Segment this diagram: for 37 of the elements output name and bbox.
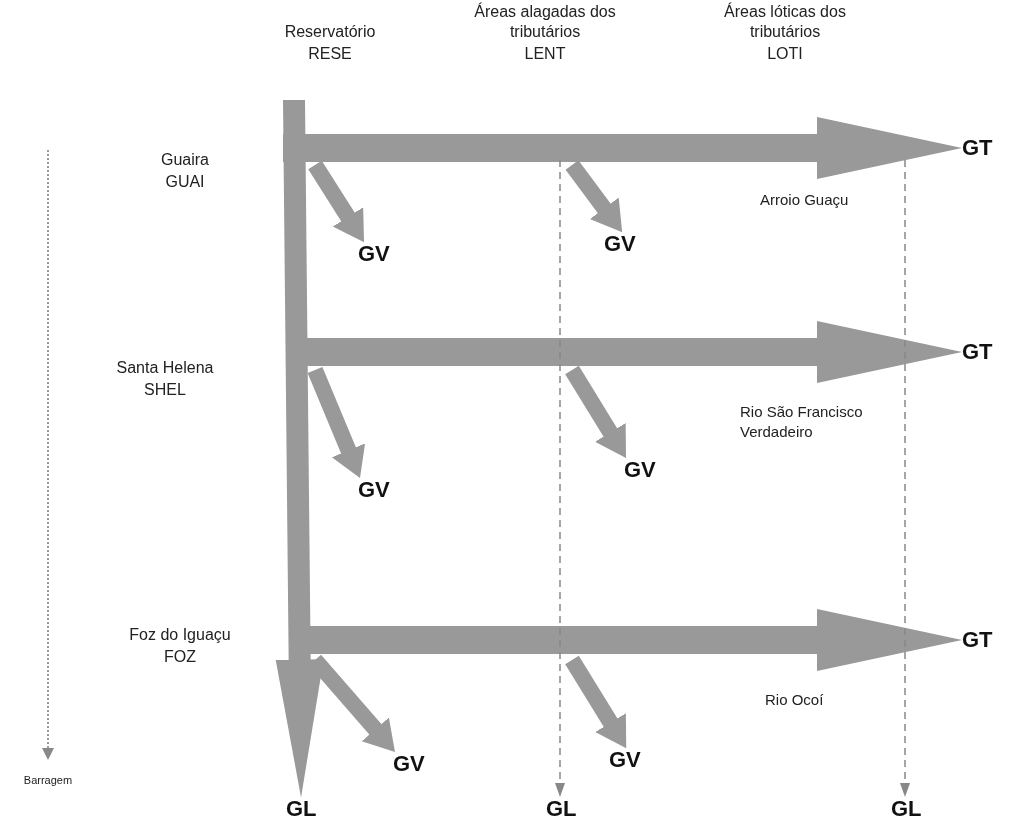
site-name: Santa Helena: [116, 359, 214, 376]
gradient-label: GT: [962, 628, 993, 652]
gradient-label: GV: [609, 748, 641, 772]
arrow: [307, 366, 366, 478]
column-heading: Áreas lóticas dos tributários: [724, 3, 846, 40]
arrow: [565, 365, 626, 458]
site-code: FOZ: [164, 648, 196, 665]
site-code: SHEL: [144, 381, 186, 398]
gradient-label: GL: [546, 797, 577, 821]
column-heading: Áreas alagadas dos tributários: [474, 3, 616, 40]
arrow: [283, 117, 962, 179]
site-name: Guaira: [161, 151, 209, 168]
river-name: Rio Ocoí: [765, 691, 824, 708]
gradient-label: GT: [962, 136, 993, 160]
gradient-label: GV: [393, 752, 425, 776]
arrow: [305, 321, 962, 383]
site-name: Foz do Iguaçu: [129, 626, 231, 643]
river-name: Rio São Francisco Verdadeiro: [740, 403, 863, 440]
gradient-label: GV: [358, 242, 390, 266]
arrow: [565, 655, 627, 749]
dashed-arrow: [555, 159, 565, 797]
gradient-label: GV: [624, 458, 656, 482]
gradient-label: GT: [962, 340, 993, 364]
arrow: [308, 160, 365, 243]
arrow: [565, 160, 623, 233]
river-name: Arroio Guaçu: [760, 191, 849, 208]
column-heading: Reservatório: [284, 23, 376, 40]
site-code: GUAI: [165, 173, 205, 190]
gradient-label: GL: [286, 797, 317, 821]
column-code: RESE: [308, 45, 352, 62]
column-code: LOTI: [767, 45, 803, 62]
gradient-label: GV: [604, 232, 636, 256]
direction-label: Barragem: [23, 774, 73, 786]
gradient-label: GL: [891, 797, 922, 821]
dashed-arrow: [900, 159, 910, 797]
column-code: LENT: [524, 45, 566, 62]
gradient-label: GV: [358, 478, 390, 502]
